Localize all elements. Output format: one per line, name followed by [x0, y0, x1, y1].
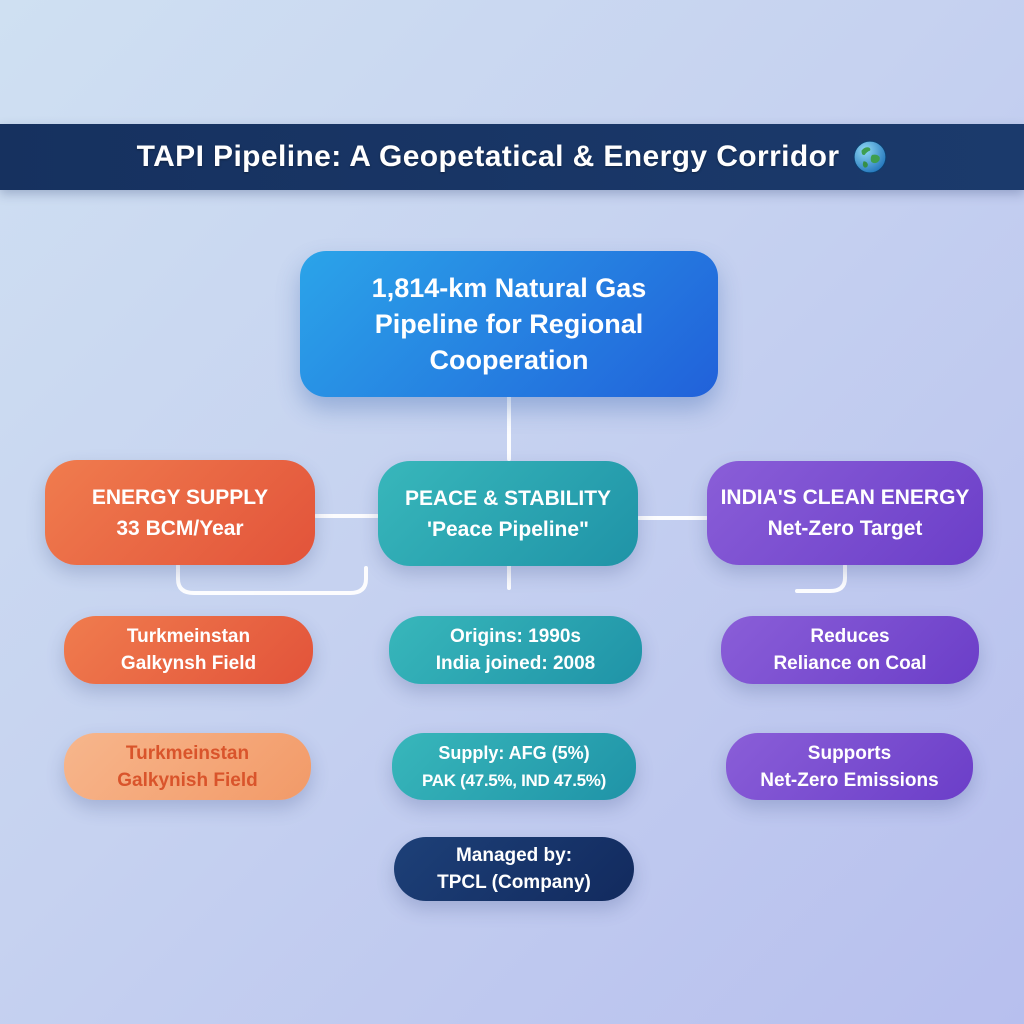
turkmenistan-field-box-2: Turkmeinstan Galkynish Field — [64, 733, 311, 800]
turkmenistan-field-2-line-1: Turkmeinstan — [125, 742, 250, 764]
connector-orange-drop — [176, 564, 368, 595]
net-zero-support-box: Supports Net-Zero Emissions — [726, 733, 973, 800]
energy-supply-title: ENERGY SUPPLY — [91, 485, 269, 509]
energy-supply-header: ENERGY SUPPLY 33 BCM/Year — [45, 460, 315, 565]
origins-line-1: Origins: 1990s — [450, 626, 581, 647]
main-box-line-2: Pipeline for Regional — [374, 309, 644, 339]
managed-by-box: Managed by: TPCL (Company) — [394, 837, 634, 901]
title-bar: TAPI Pipeline: A Geopetatical & Energy C… — [0, 124, 1024, 190]
supply-split-line-1: Supply: AFG (5%) — [438, 742, 590, 763]
turkmenistan-field-2-line-2: Galkynish Field — [117, 769, 258, 791]
net-zero-support-line-2: Net-Zero Emissions — [760, 769, 939, 791]
managed-by-line-2: TPCL (Company) — [437, 872, 591, 893]
reduces-coal-box: Reduces Reliance on Coal — [721, 616, 979, 684]
globe-icon — [853, 140, 887, 174]
connector-purple-drop — [795, 564, 847, 593]
peace-stability-subtitle: 'Peace Pipeline" — [426, 517, 590, 541]
turkmenistan-field-1-line-1: Turkmeinstan — [126, 626, 251, 647]
clean-energy-title: INDIA'S CLEAN ENERGY — [720, 486, 970, 509]
reduces-coal-line-1: Reduces — [810, 626, 890, 647]
clean-energy-header: INDIA'S CLEAN ENERGY Net-Zero Target — [707, 461, 983, 565]
supply-split-line-2: PAK (47.5%, IND 47.5%) — [422, 770, 606, 790]
main-pipeline-box: 1,814-km Natural Gas Pipeline for Region… — [300, 251, 718, 397]
managed-by-line-1: Managed by: — [455, 845, 573, 866]
net-zero-support-line-1: Supports — [807, 742, 892, 764]
peace-stability-title: PEACE & STABILITY — [404, 486, 612, 510]
page-title: TAPI Pipeline: A Geopetatical & Energy C… — [136, 140, 840, 173]
reduces-coal-line-2: Reliance on Coal — [773, 653, 927, 674]
supply-split-box: Supply: AFG (5%) PAK (47.5%, IND 47.5%) — [392, 733, 636, 800]
origins-box: Origins: 1990s India joined: 2008 — [389, 616, 642, 684]
energy-supply-subtitle: 33 BCM/Year — [116, 516, 244, 540]
peace-stability-header: PEACE & STABILITY 'Peace Pipeline" — [378, 461, 638, 566]
turkmenistan-field-1-line-2: Galkynsh Field — [120, 653, 257, 674]
main-box-line-3: Cooperation — [429, 345, 589, 375]
main-box-line-1: 1,814-km Natural Gas — [371, 273, 647, 303]
turkmenistan-field-box-1: Turkmeinstan Galkynsh Field — [64, 616, 313, 684]
clean-energy-subtitle: Net-Zero Target — [767, 517, 923, 540]
origins-line-2: India joined: 2008 — [435, 653, 596, 674]
